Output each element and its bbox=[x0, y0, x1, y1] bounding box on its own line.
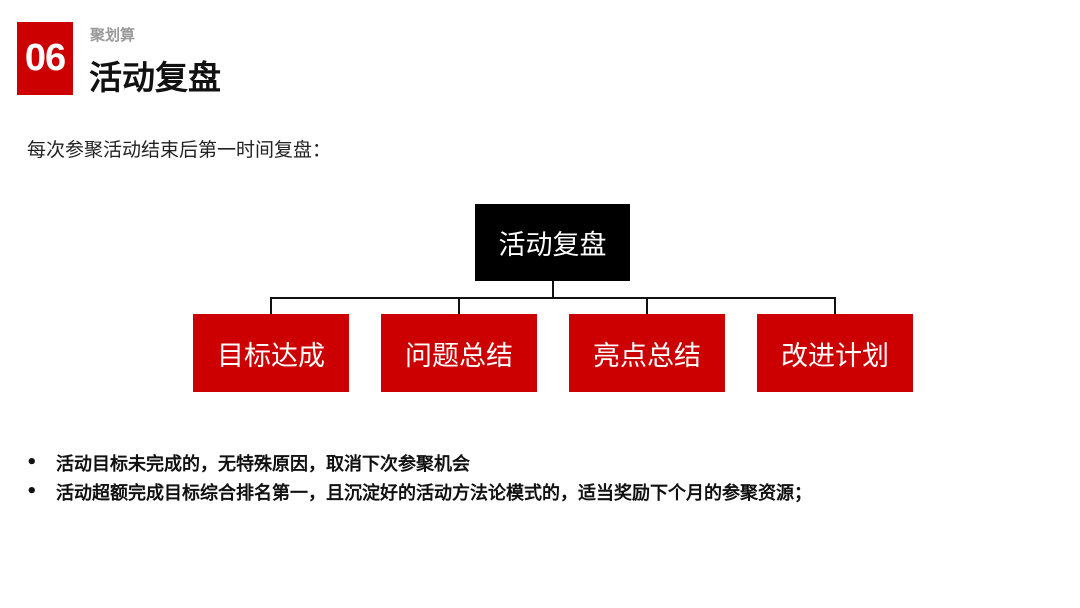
bullet-text: 活动超额完成目标综合排名第一，且沉淀好的活动方法论模式的，适当奖励下个月的参聚资… bbox=[56, 482, 812, 504]
bullet-text: 活动目标未完成的，无特殊原因，取消下次参聚机会 bbox=[56, 453, 470, 475]
tree-node-highlight-summary: 亮点总结 bbox=[569, 314, 725, 392]
connector-branch-2 bbox=[458, 297, 460, 314]
connector-branch-1 bbox=[270, 297, 272, 314]
bullet-item: • 活动超额完成目标综合排名第一，且沉淀好的活动方法论模式的，适当奖励下个月的参… bbox=[26, 477, 812, 506]
page-title: 活动复盘 bbox=[89, 58, 221, 97]
tree-node-label: 改进计划 bbox=[781, 340, 889, 372]
tree-node-label: 亮点总结 bbox=[593, 340, 701, 372]
tree-node-label: 问题总结 bbox=[405, 340, 513, 372]
bullet-marker: • bbox=[26, 481, 38, 502]
tree-node-improvement-plan: 改进计划 bbox=[757, 314, 913, 392]
tree-node-label: 目标达成 bbox=[217, 340, 325, 372]
bullet-marker: • bbox=[26, 452, 38, 473]
tree-root-box: 活动复盘 bbox=[475, 204, 630, 281]
section-number-badge: 06 bbox=[17, 22, 73, 95]
connector-root-stem bbox=[552, 281, 554, 298]
intro-text: 每次参聚活动结束后第一时间复盘： bbox=[27, 139, 332, 161]
bullet-list: • 活动目标未完成的，无特殊原因，取消下次参聚机会 • 活动超额完成目标综合排名… bbox=[26, 448, 812, 506]
tree-node-goal-achievement: 目标达成 bbox=[193, 314, 349, 392]
connector-branch-3 bbox=[646, 297, 648, 314]
section-kicker: 聚划算 bbox=[90, 26, 136, 44]
tree-node-problem-summary: 问题总结 bbox=[381, 314, 537, 392]
connector-horizontal bbox=[270, 297, 836, 299]
section-number: 06 bbox=[24, 37, 66, 79]
bullet-item: • 活动目标未完成的，无特殊原因，取消下次参聚机会 bbox=[26, 448, 812, 477]
tree-root-label: 活动复盘 bbox=[498, 230, 607, 261]
connector-branch-4 bbox=[834, 297, 836, 314]
